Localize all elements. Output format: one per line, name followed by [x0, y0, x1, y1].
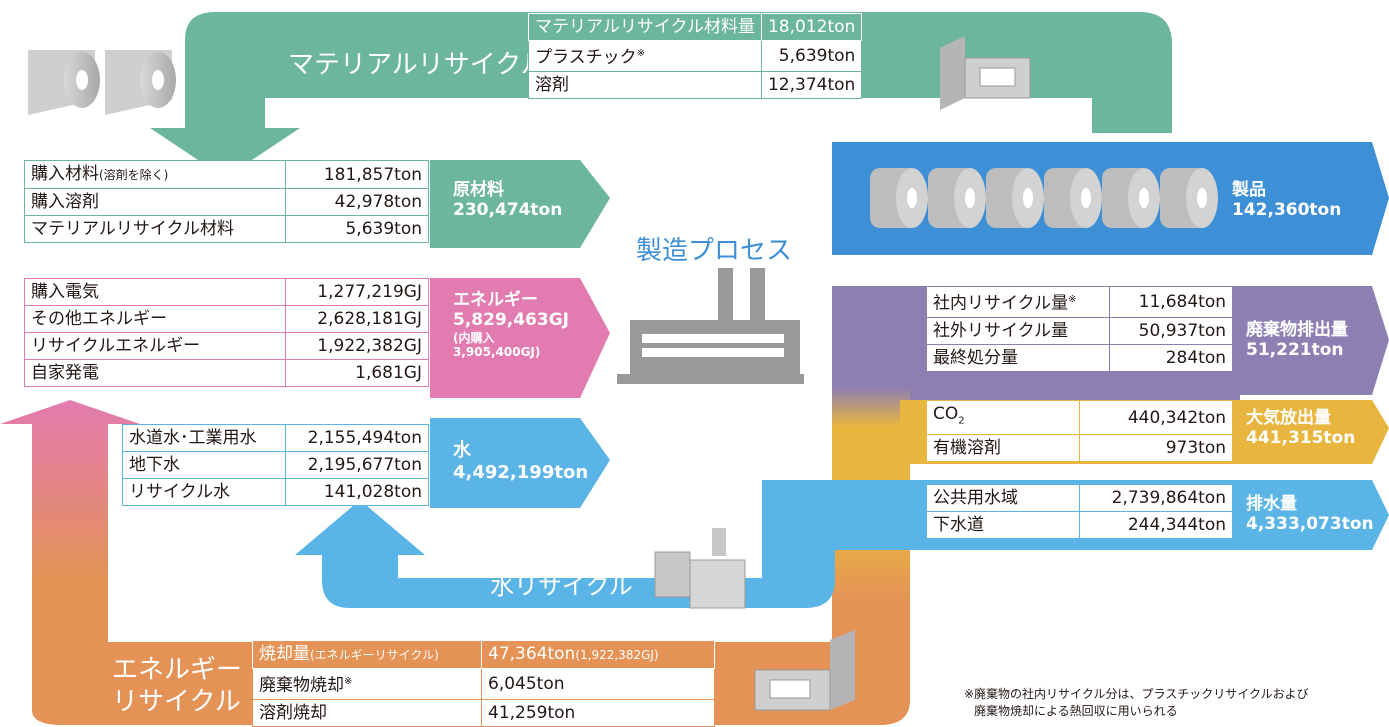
energy-recycle-label: エネルギーリサイクル [112, 655, 243, 717]
product-rolls-icon [870, 168, 1218, 228]
recycle-machine-icon [940, 36, 1031, 110]
incineration-table: 焼却量(エネルギーリサイクル) 47,364ton(1,922,382GJ) 廃… [252, 640, 715, 727]
water-recycle-label: 水リサイクル [490, 572, 633, 600]
water-arrow [430, 418, 610, 508]
water-recycle-flow [295, 480, 835, 608]
air-arrow [1240, 400, 1389, 464]
waste-arrow [1240, 286, 1389, 395]
material-recycle-label: マテリアルリサイクル [288, 50, 547, 80]
energy-arrow [430, 278, 610, 398]
manufacturing-process-label: 製造プロセス [636, 236, 793, 266]
factory-icon [617, 268, 804, 384]
incinerator-icon [754, 630, 855, 711]
footnote: ※廃棄物の社内リサイクル分は、プラスチックリサイクルおよび廃棄物焼却による熱回収… [964, 687, 1309, 718]
material-rolls-icon [28, 50, 176, 115]
water-treatment-icon [654, 528, 746, 609]
raw-material-arrow [430, 160, 610, 248]
